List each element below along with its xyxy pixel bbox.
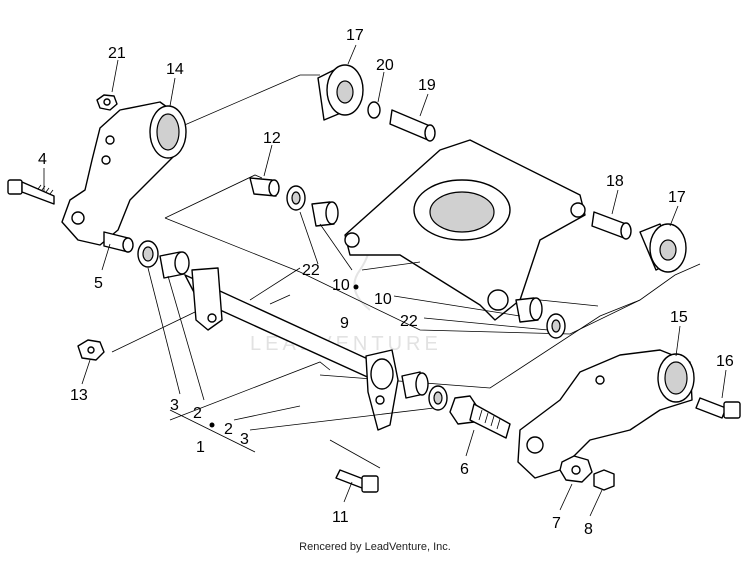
callout-6: 6 bbox=[460, 461, 469, 478]
part-21-nut bbox=[96, 94, 118, 111]
callout-8: 8 bbox=[584, 521, 593, 538]
callout-10-left: 10 bbox=[332, 277, 350, 294]
part-17-bumper-right bbox=[639, 223, 687, 273]
callout-11: 11 bbox=[332, 509, 349, 526]
callout-13: 13 bbox=[70, 387, 88, 404]
callout-15: 15 bbox=[670, 309, 688, 326]
part-4-bolt bbox=[7, 179, 55, 205]
part-3-washer-left bbox=[137, 240, 159, 268]
part-7-nut bbox=[559, 455, 593, 483]
callout-3-left: 3 bbox=[170, 397, 179, 414]
callout-12: 12 bbox=[263, 130, 281, 147]
callout-22-left: 22 bbox=[302, 262, 320, 279]
part-2-bushing-left bbox=[159, 251, 190, 279]
callout-20: 20 bbox=[376, 57, 394, 74]
part-20-ring bbox=[367, 101, 381, 119]
callout-7: 7 bbox=[552, 515, 561, 532]
callout-16: 16 bbox=[716, 353, 734, 370]
part-15-right-bracket bbox=[517, 349, 695, 479]
part-3-washer-right bbox=[428, 385, 448, 411]
part-10-bushing-left bbox=[311, 201, 339, 227]
leader-lines bbox=[43, 44, 727, 517]
part-22-seal-right bbox=[546, 313, 566, 339]
callout-14: 14 bbox=[166, 61, 184, 78]
part-19-pin bbox=[389, 109, 436, 142]
part-22-seal-left bbox=[286, 185, 306, 211]
callout-1: 1 bbox=[196, 439, 205, 456]
callout-17-right: 17 bbox=[668, 189, 686, 206]
callout-19: 19 bbox=[418, 77, 436, 94]
part-12-bushing bbox=[249, 177, 280, 197]
callout-2-right: 2 bbox=[224, 421, 233, 438]
callout-numbers: 21 14 4 5 12 17 20 19 18 17 15 16 13 22 … bbox=[38, 27, 734, 538]
callout-21: 21 bbox=[108, 45, 126, 62]
ref-dot-1 bbox=[209, 422, 215, 428]
part-2-bushing-right bbox=[401, 371, 429, 399]
footer-credit: Rencered by LeadVenture, Inc. bbox=[299, 541, 451, 553]
callout-22-right: 22 bbox=[400, 313, 418, 330]
assembly-guide-lines bbox=[111, 74, 701, 469]
callout-9: 9 bbox=[340, 315, 349, 332]
part-16-bolt bbox=[695, 397, 741, 419]
part-17-bumper-top bbox=[317, 64, 364, 121]
part-10-bushing-right bbox=[515, 297, 543, 323]
part-18-pin bbox=[591, 211, 632, 240]
part-14-left-bracket bbox=[61, 101, 187, 246]
callout-5: 5 bbox=[94, 275, 103, 292]
part-8-nut bbox=[593, 469, 615, 491]
part-5-bushing bbox=[103, 231, 134, 253]
part-11-bolt bbox=[335, 469, 379, 493]
part-1-swing-arm bbox=[184, 267, 399, 431]
callout-2-left: 2 bbox=[193, 405, 202, 422]
part-13-nut bbox=[77, 339, 105, 361]
part-6-stud bbox=[449, 395, 511, 439]
part-9-swing-arm-body bbox=[344, 139, 586, 321]
callout-18: 18 bbox=[606, 173, 624, 190]
ref-dot-9 bbox=[353, 284, 359, 290]
callout-17-top: 17 bbox=[346, 27, 364, 44]
callout-4: 4 bbox=[38, 151, 47, 168]
callout-10-right: 10 bbox=[374, 291, 392, 308]
callout-3-right: 3 bbox=[240, 431, 249, 448]
